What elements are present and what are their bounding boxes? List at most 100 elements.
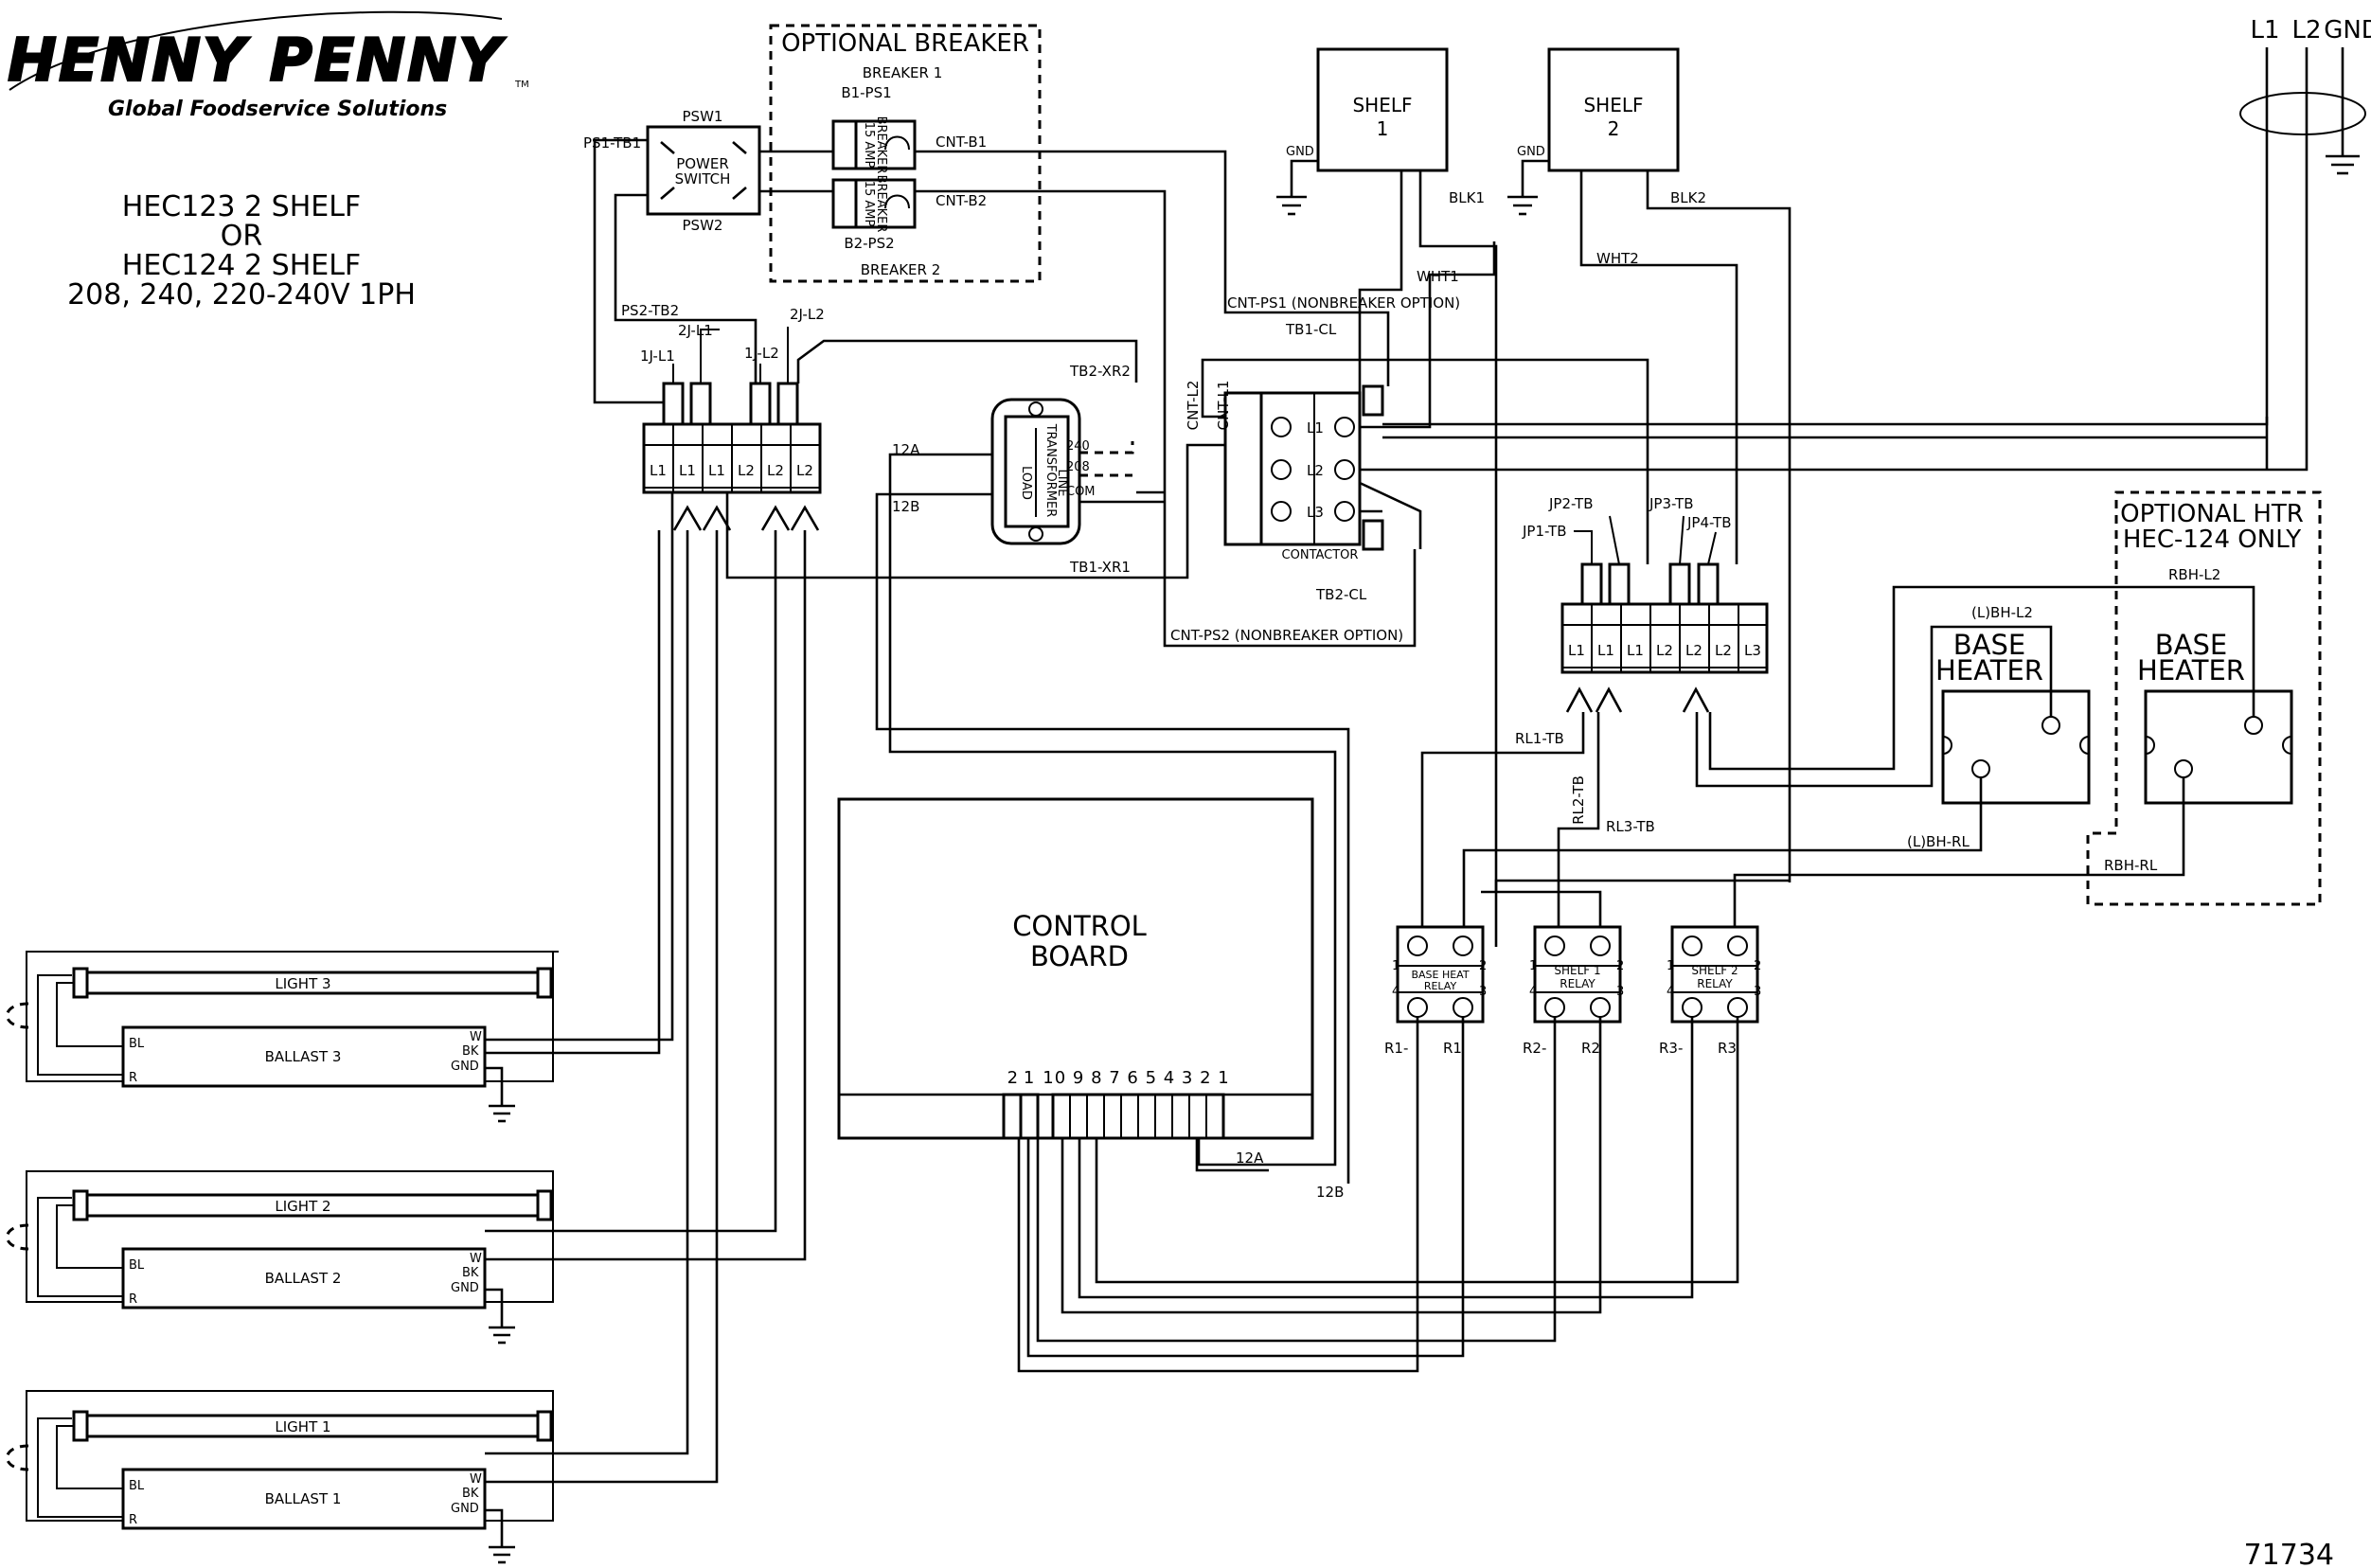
ground-icon bbox=[489, 1104, 515, 1123]
optional-breaker-header: OPTIONAL BREAKER bbox=[781, 29, 1029, 58]
tb2-cl-label: TB2-CL bbox=[1315, 586, 1367, 603]
ground-icon bbox=[1507, 195, 1538, 216]
relay-shelf-2: SHELF 2 RELAY 1 2 4 3 R3- R3 RL3-TB bbox=[1606, 818, 1761, 1057]
cnt-ps1-label: CNT-PS1 (NONBREAKER OPTION) bbox=[1227, 294, 1460, 312]
rbh-l2-label: RBH-L2 bbox=[2168, 566, 2220, 583]
connector-a bbox=[1002, 1093, 1040, 1140]
ground-icon bbox=[489, 1326, 515, 1345]
power-switch-label-2: SWITCH bbox=[675, 170, 731, 187]
relay-3-pin-3: 3 bbox=[1754, 985, 1761, 999]
wht2-label: WHT2 bbox=[1596, 250, 1639, 267]
tb-left-terminal-4: L2 bbox=[738, 462, 755, 479]
contactor-pole-l2: L2 bbox=[1307, 462, 1324, 479]
ballast-3-bk: BK bbox=[462, 1044, 479, 1059]
contactor: L1 L2 L3 CONTACTOR CNT-L2 CNT-L1 CNT-PS1… bbox=[1170, 294, 1460, 644]
supply-gnd-label: GND bbox=[2324, 16, 2371, 45]
right-terminal-block: L1 L1 L1 L2 L2 L2 L3 JP1-TB JP2-TB JP3-T… bbox=[1522, 495, 1769, 713]
b1-ps1-label: B1-PS1 bbox=[841, 84, 891, 101]
relay-3-pin-1: 1 bbox=[1667, 959, 1674, 973]
transformer-line-side: LINE bbox=[1055, 469, 1069, 496]
relay-2-pos: R2 bbox=[1581, 1040, 1600, 1057]
ballast-1-w: W bbox=[470, 1472, 482, 1487]
relay-base-heat: BASE HEAT RELAY 1 2 4 3 R1- R1 RL1-TB bbox=[1384, 730, 1564, 1057]
tb-left-terminal-2: L1 bbox=[679, 462, 696, 479]
ballast-2-bl: BL bbox=[129, 1258, 145, 1273]
relay-2-line-2: RELAY bbox=[1560, 977, 1596, 990]
jumper-2j-l2: 2J-L2 bbox=[790, 306, 825, 323]
transformer: TRANSFORMER LINE LINE LOAD 240 208 COM T… bbox=[892, 363, 1134, 576]
relay-3-pos: R3 bbox=[1718, 1040, 1737, 1057]
board-12b-label: 12B bbox=[1316, 1184, 1344, 1201]
power-switch-label-1: POWER bbox=[676, 155, 729, 172]
connector-b-pins: 10 9 8 7 6 5 4 3 2 1 bbox=[1043, 1068, 1229, 1088]
title-line-2: OR bbox=[221, 220, 262, 253]
relay-1-pin-2: 2 bbox=[1479, 959, 1487, 973]
jp1-tb-label: JP1-TB bbox=[1522, 523, 1567, 540]
connector-a-pins: 2 1 bbox=[1007, 1068, 1035, 1088]
title-line-4: 208, 240, 220-240V 1PH bbox=[67, 278, 416, 312]
rl2-tb-label: RL2-TB bbox=[1570, 775, 1587, 825]
psw1-label: PSW1 bbox=[683, 108, 723, 125]
power-switch: POWER SWITCH PSW1 PSW2 PS1-TB1 PS2-TB2 bbox=[583, 108, 761, 319]
supply-l2-label: L2 bbox=[2291, 16, 2321, 45]
transformer-12b: 12B bbox=[892, 498, 919, 515]
relay-3-pin-2: 2 bbox=[1754, 959, 1761, 973]
jp4-tb-label: JP4-TB bbox=[1686, 514, 1732, 531]
blk1-label: BLK1 bbox=[1449, 189, 1485, 206]
jumper-2j-l1: 2J-L1 bbox=[678, 322, 713, 339]
ground-icon bbox=[1276, 195, 1307, 216]
base-heater-1: BASE HEATER (L)BH-L2 (L)BH-RL bbox=[1907, 604, 2091, 850]
ballast-2-bk: BK bbox=[462, 1266, 479, 1280]
light-3-label: LIGHT 3 bbox=[275, 975, 330, 992]
relay-shelf-1: SHELF 1 RELAY 1 2 4 3 R2- R2 RL2-TB bbox=[1523, 775, 1624, 1057]
connector-b bbox=[1051, 1093, 1225, 1140]
relay-2-pin-4: 4 bbox=[1529, 985, 1537, 999]
relay-3-pin-4: 4 bbox=[1667, 985, 1674, 999]
tb-right-terminal-6: L2 bbox=[1715, 642, 1732, 659]
breaker-1-rating: 15 AMP bbox=[862, 122, 876, 169]
shelf-2-gnd: GND bbox=[1517, 145, 1545, 159]
wiring bbox=[485, 138, 2309, 1484]
ballast-3-w: W bbox=[470, 1030, 482, 1044]
ground-icon bbox=[2326, 154, 2360, 175]
ballast-1-bl: BL bbox=[129, 1479, 145, 1493]
base-heater-2-name: BASE bbox=[2155, 629, 2227, 661]
tb-right-terminal-7: L3 bbox=[1744, 642, 1761, 659]
ps2-tb2-label: PS2-TB2 bbox=[621, 302, 679, 319]
rbh-rl-label: RBH-RL bbox=[2104, 857, 2158, 874]
breaker-1: 15 AMP BREAKER bbox=[831, 116, 917, 173]
relay-2-pin-1: 1 bbox=[1529, 959, 1537, 973]
relay-1-pin-4: 4 bbox=[1392, 985, 1399, 999]
title-line-1: HEC123 2 SHELF bbox=[122, 190, 361, 223]
tb-right-terminal-3: L1 bbox=[1627, 642, 1644, 659]
tb-left-terminal-5: L2 bbox=[767, 462, 784, 479]
tap-240: 240 bbox=[1066, 439, 1090, 454]
control-board-line-2: BOARD bbox=[1030, 940, 1129, 972]
relay-2-pin-2: 2 bbox=[1616, 959, 1624, 973]
optional-heater-section: OPTIONAL HTR HEC-124 ONLY RBH-L2 RBH-RL … bbox=[2086, 490, 2322, 906]
cnt-l2-label: CNT-L2 bbox=[1185, 381, 1202, 431]
contactor-pole-l3: L3 bbox=[1307, 504, 1324, 521]
tb2-xr2-label: TB2-XR2 bbox=[1069, 363, 1131, 380]
henny-penny-logo: HENNY PENNY Global Foodservice Solutions… bbox=[7, 10, 529, 121]
shelf-1-gnd: GND bbox=[1286, 145, 1314, 159]
light-ballast-1: LIGHT 1 BALLAST 1 BL R W BK GND bbox=[6, 1390, 554, 1564]
breaker-1-label: BREAKER 1 bbox=[863, 64, 943, 81]
relay-3-neg: R3- bbox=[1659, 1040, 1683, 1057]
rl3-tb-label: RL3-TB bbox=[1606, 818, 1655, 835]
relay-2-pin-3: 3 bbox=[1616, 985, 1624, 999]
cnt-b2-label: CNT-B2 bbox=[936, 192, 987, 209]
cnt-l1-label: CNT-L1 bbox=[1215, 381, 1232, 431]
light-ballast-2: LIGHT 2 BALLAST 2 BL R W BK GND bbox=[6, 1170, 554, 1345]
ballast-1-r: R bbox=[129, 1513, 137, 1527]
ps1-tb1-label: PS1-TB1 bbox=[583, 134, 641, 151]
transformer-label: TRANSFORMER bbox=[1043, 423, 1058, 518]
tb1-xr1-label: TB1-XR1 bbox=[1069, 559, 1131, 576]
jp3-tb-label: JP3-TB bbox=[1649, 495, 1694, 512]
relay-3-line-1: SHELF 2 bbox=[1691, 964, 1738, 977]
shelf-2-number: 2 bbox=[1608, 117, 1620, 140]
contactor-pole-l1: L1 bbox=[1307, 419, 1324, 437]
tb1-cl-label: TB1-CL bbox=[1285, 321, 1337, 338]
psw2-label: PSW2 bbox=[683, 217, 723, 234]
